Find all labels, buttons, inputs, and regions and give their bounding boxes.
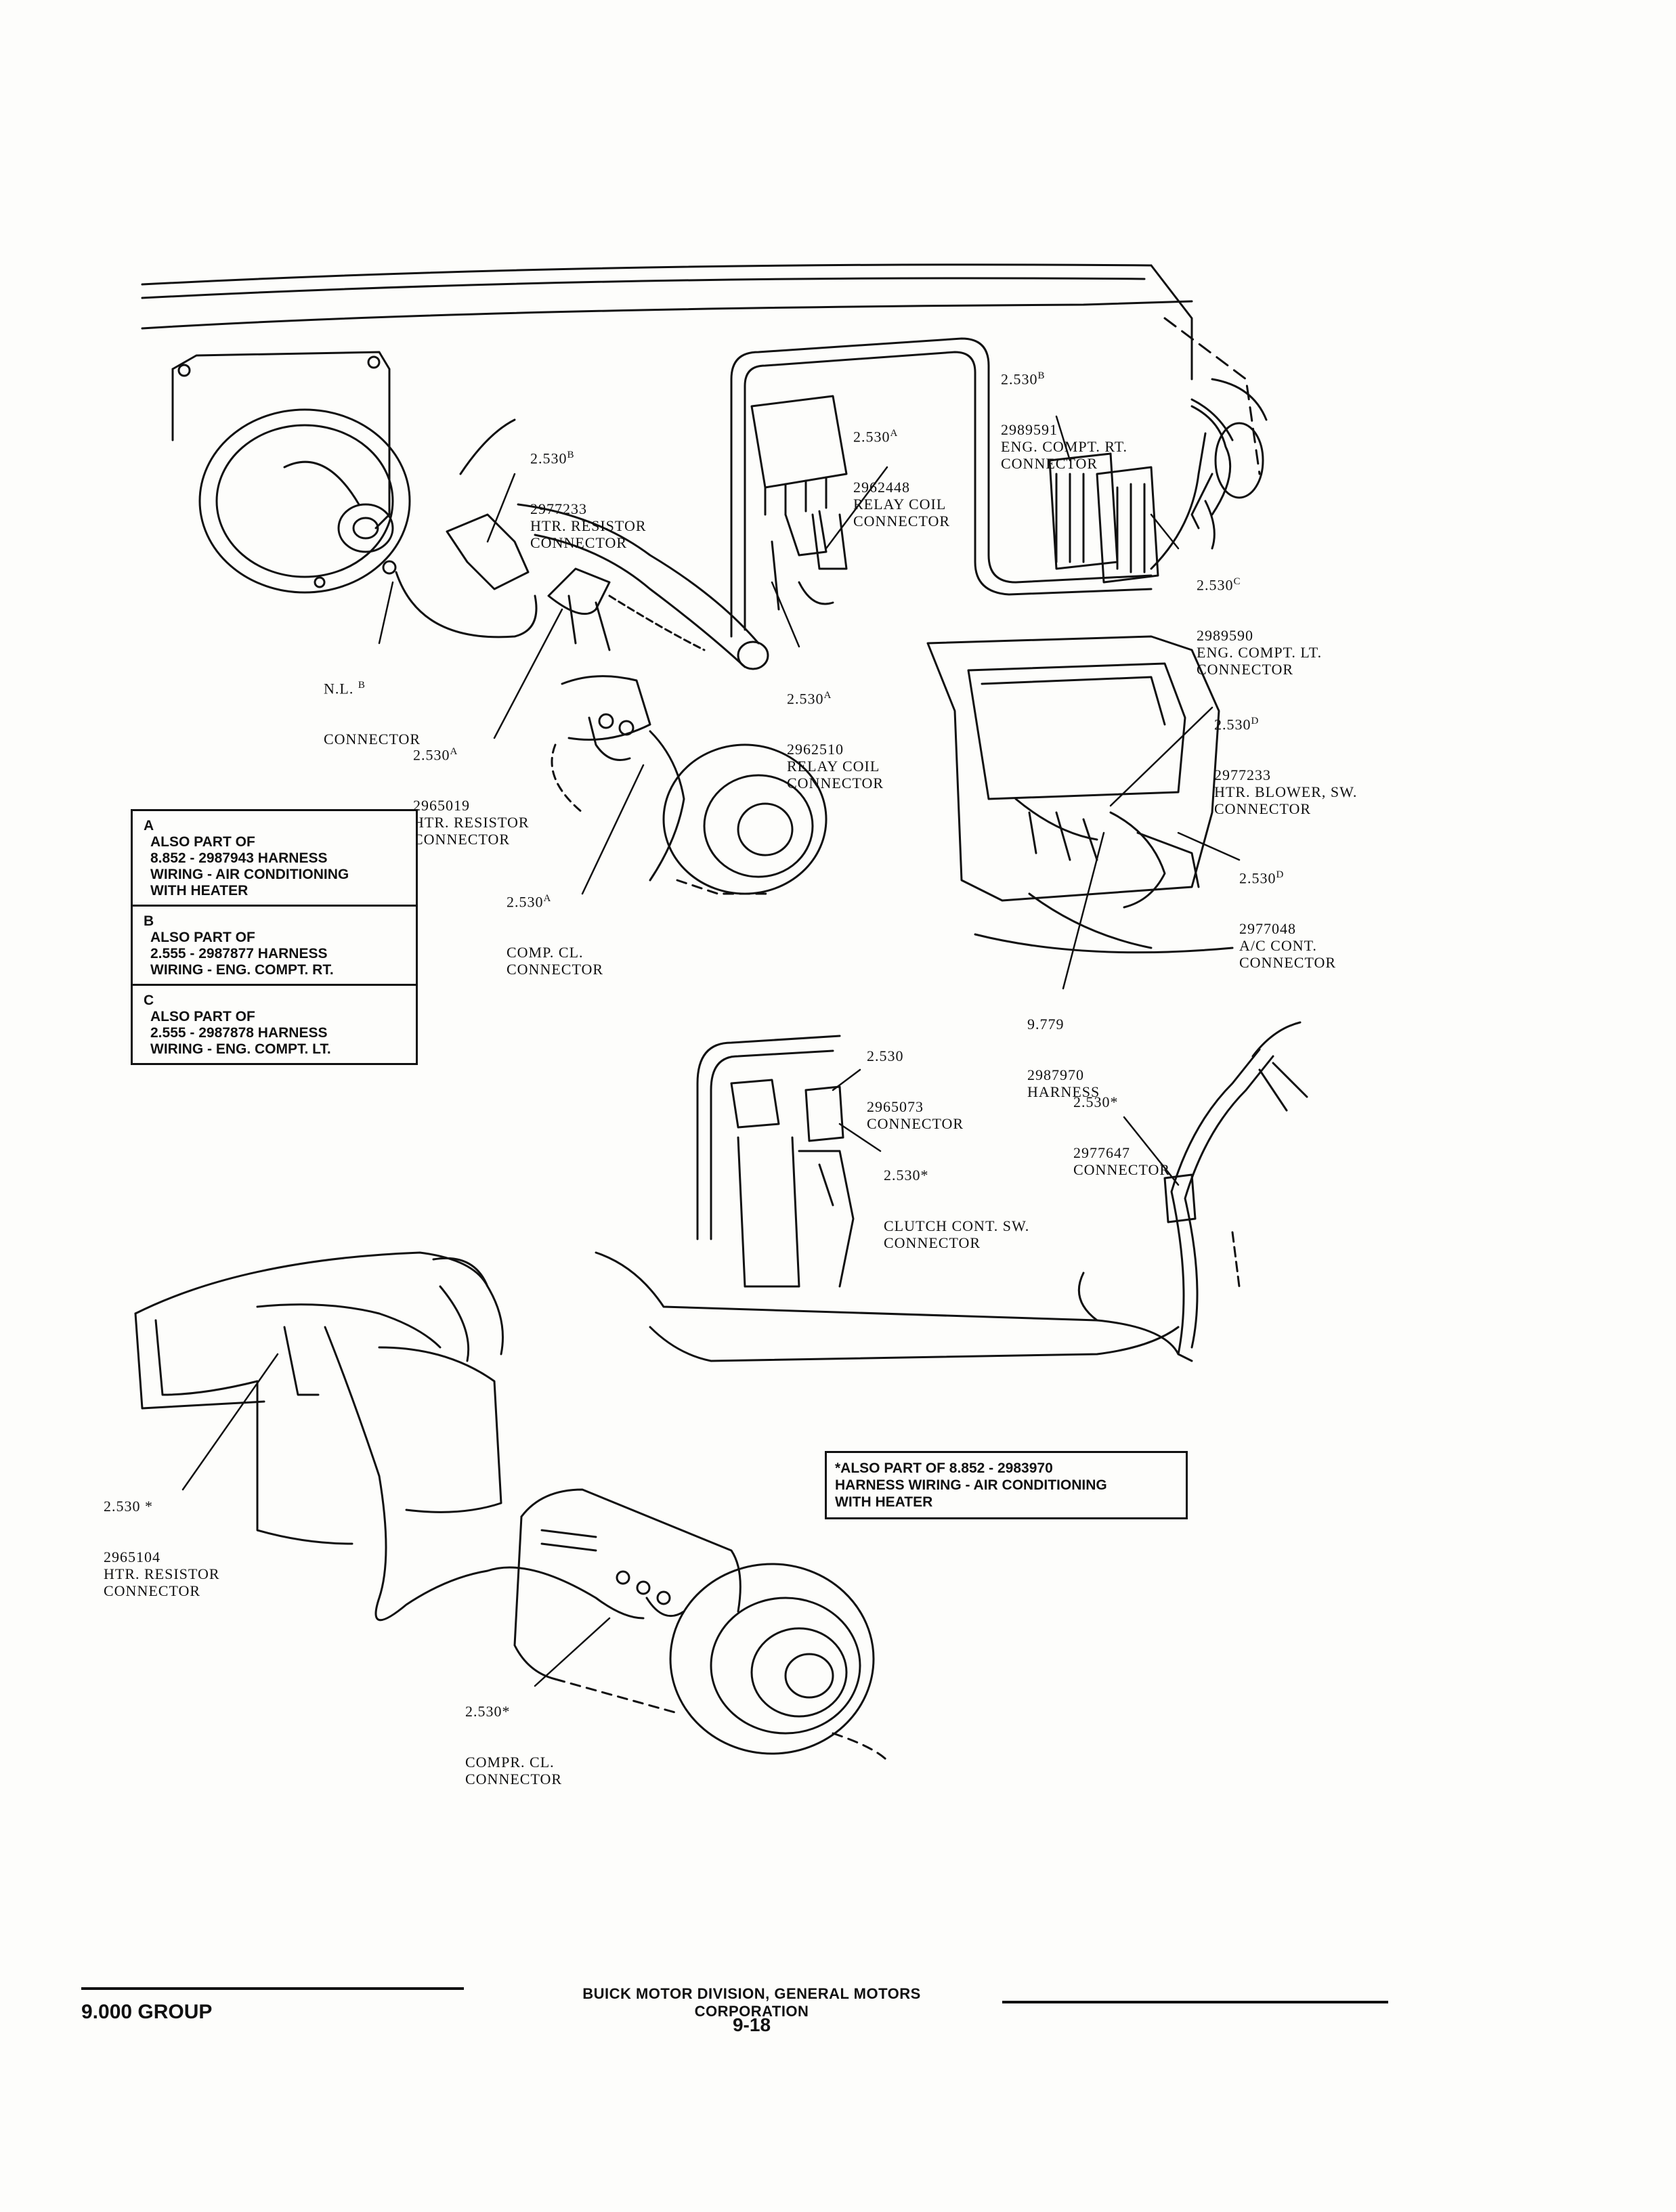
heater-housing-drawing bbox=[134, 1251, 645, 1622]
relay-harness-drawing bbox=[730, 337, 1153, 638]
footer-rule-left bbox=[81, 1987, 464, 1990]
cowl-outline bbox=[141, 263, 1261, 475]
footer-group: 9.000 GROUP bbox=[81, 2001, 213, 2023]
cowl-side-drawing bbox=[1190, 398, 1264, 550]
blower-motor-drawing bbox=[171, 351, 538, 638]
leader-lines bbox=[181, 415, 1241, 1687]
callout-compr-cl-connector: 2.530* COMPR. CL.CONNECTOR bbox=[465, 1703, 563, 1787]
underdash-harness-drawing bbox=[595, 1021, 1308, 1362]
eng-compt-connector-drawing bbox=[1048, 378, 1268, 584]
footer-page-number: 9-18 bbox=[732, 2014, 771, 2035]
callout-nl-connector: N.L. B CONNECTOR bbox=[324, 680, 421, 748]
callout-comp-cl-connector: 2.530A COMP. CL.CONNECTOR bbox=[507, 893, 604, 978]
footer-rule-right bbox=[1002, 2001, 1388, 2003]
callout-clutch-cont-sw-connector: 2.530* CLUTCH CONT. SW.CONNECTOR bbox=[884, 1167, 1030, 1251]
asterisk-note-box: *ALSO PART OF 8.852 - 2983970 HARNESS WI… bbox=[825, 1451, 1188, 1519]
compressor-lower-drawing bbox=[513, 1488, 888, 1762]
footer-division: BUICK MOTOR DIVISION, GENERAL MOTORS COR… bbox=[582, 1985, 921, 2020]
dash-panel-drawing bbox=[926, 635, 1234, 954]
compressor-upper-drawing bbox=[551, 675, 828, 895]
